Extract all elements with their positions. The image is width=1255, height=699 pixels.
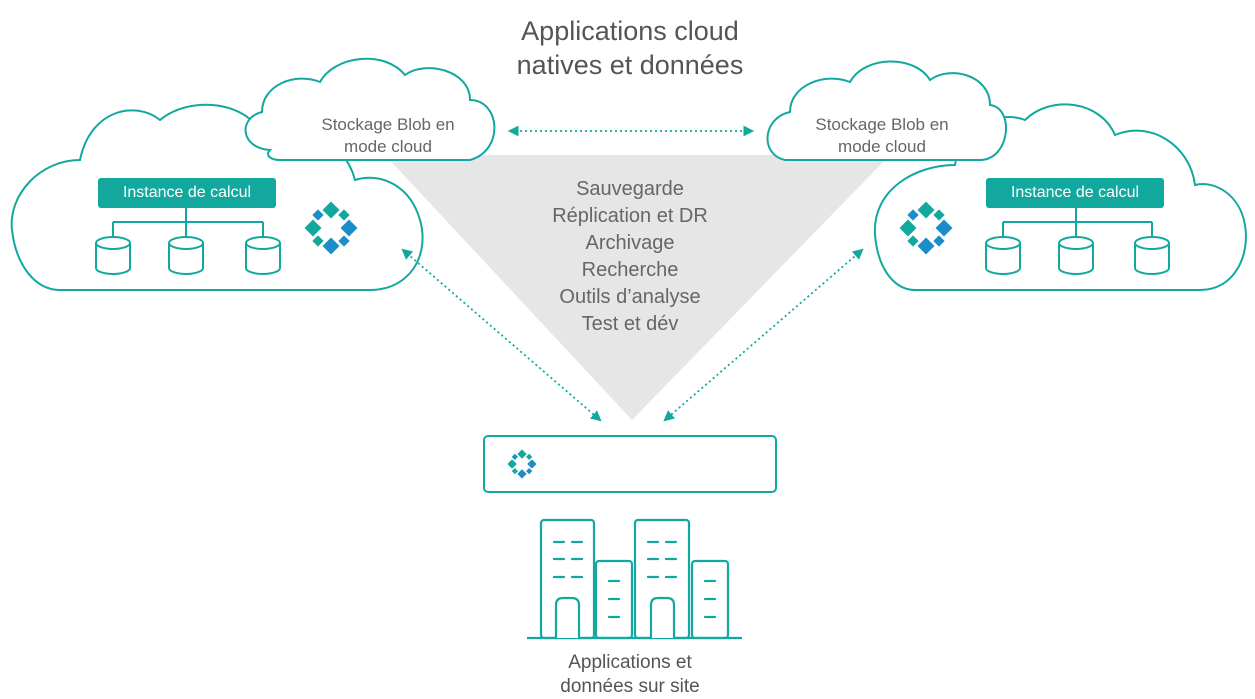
use-case-item: Sauvegarde	[576, 178, 684, 200]
left-disk-tree	[112, 208, 264, 238]
disk-icon	[1058, 236, 1094, 275]
use-case-list: Sauvegarde Réplication et DR Archivage R…	[500, 176, 760, 338]
left-cloud-to-onprem-arrow	[401, 248, 602, 422]
disk-icon	[168, 236, 204, 275]
use-case-item: Test et dév	[581, 313, 679, 335]
disk-icon	[95, 236, 131, 275]
disk-icon	[985, 236, 1021, 275]
title-line-1: Applications cloud	[521, 16, 739, 46]
left-blob-cloud-shape	[244, 57, 496, 161]
right-compute-instance: Instance de calcul	[986, 178, 1164, 208]
onprem-buildings-icon	[527, 518, 742, 640]
disk-icon	[1134, 236, 1170, 275]
onprem-label: Applications et données sur site	[500, 651, 760, 699]
diagram-title: Applications cloud natives et données	[390, 14, 870, 82]
right-disk-tree	[1002, 208, 1153, 238]
right-blob-storage-label: Stockage Blob en mode cloud	[772, 114, 992, 158]
disk-icon	[245, 236, 281, 275]
left-blob-line-1: Stockage Blob en	[321, 115, 455, 134]
left-blob-line-2: mode cloud	[344, 137, 432, 156]
right-blob-line-2: mode cloud	[838, 137, 926, 156]
use-case-item: Archivage	[585, 232, 675, 254]
left-blob-storage-label: Stockage Blob en mode cloud	[278, 114, 498, 158]
onprem-label-line-2: données sur site	[560, 676, 700, 697]
use-case-funnel	[385, 155, 890, 420]
onprem-label-line-1: Applications et	[568, 652, 692, 673]
right-blob-cloud-shape	[766, 60, 1007, 161]
title-line-2: natives et données	[516, 50, 744, 80]
left-compute-instance: Instance de calcul	[98, 178, 276, 208]
right-cloud-to-onprem-arrow	[663, 248, 864, 422]
right-blob-line-1: Stockage Blob en	[815, 115, 949, 134]
use-case-item: Outils d’analyse	[559, 286, 701, 308]
use-case-item: Recherche	[581, 259, 679, 281]
onprem-appliance	[483, 435, 777, 493]
use-case-item: Réplication et DR	[552, 205, 708, 227]
